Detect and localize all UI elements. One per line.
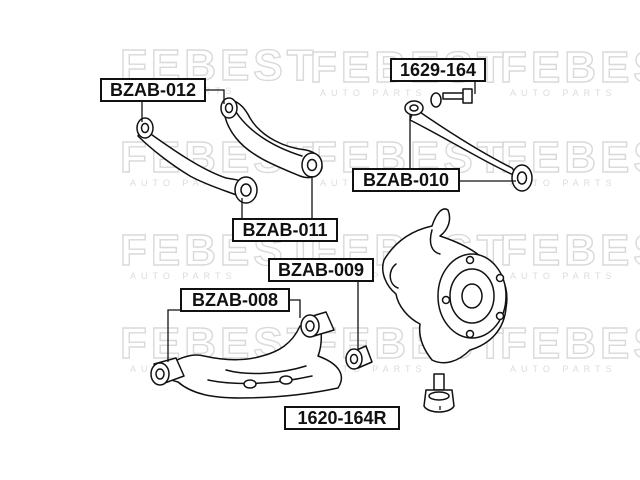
ball-joint [423, 373, 455, 413]
watermark-brand: FEBEST [500, 319, 640, 368]
watermark-tagline: AUTO PARTS [510, 364, 617, 374]
bushing-bzab-008-inner [150, 357, 185, 386]
label-bzab-011: BZAB-011 [232, 218, 338, 242]
upper-control-arm [136, 117, 258, 204]
watermark-tagline: AUTO PARTS [510, 271, 617, 281]
watermark-brand: FEBEST [500, 43, 640, 92]
label-1629-164: 1629-164 [390, 58, 486, 82]
leader-bzab-008-right [290, 299, 301, 318]
label-1620-164r: 1620-164R [284, 406, 400, 430]
watermark-tagline: AUTO PARTS [320, 364, 427, 374]
label-bzab-008: BZAB-008 [180, 288, 290, 312]
watermark-tagline: AUTO PARTS [510, 178, 617, 188]
label-bzab-010: BZAB-010 [352, 168, 460, 192]
bushing-bzab-009 [345, 345, 373, 370]
leader-bzab-008-left [167, 309, 180, 362]
watermark-brand: FEBEST [500, 226, 640, 275]
bolt-1629-164 [430, 88, 473, 108]
watermark-tagline: AUTO PARTS [320, 88, 427, 98]
watermark-tagline: AUTO PARTS [510, 88, 617, 98]
label-bzab-012: BZAB-012 [100, 78, 206, 102]
label-bzab-009: BZAB-009 [268, 258, 374, 282]
leader-bzab-012-right [206, 89, 225, 104]
tie-rod [404, 100, 533, 192]
bushing-bzab-008-outer [300, 311, 335, 338]
watermark-tagline: AUTO PARTS [130, 271, 237, 281]
lower-control-arm [157, 321, 343, 399]
curved-control-arm [220, 97, 323, 179]
watermark-tagline: AUTO PARTS [130, 178, 237, 188]
steering-knuckle [382, 208, 508, 364]
